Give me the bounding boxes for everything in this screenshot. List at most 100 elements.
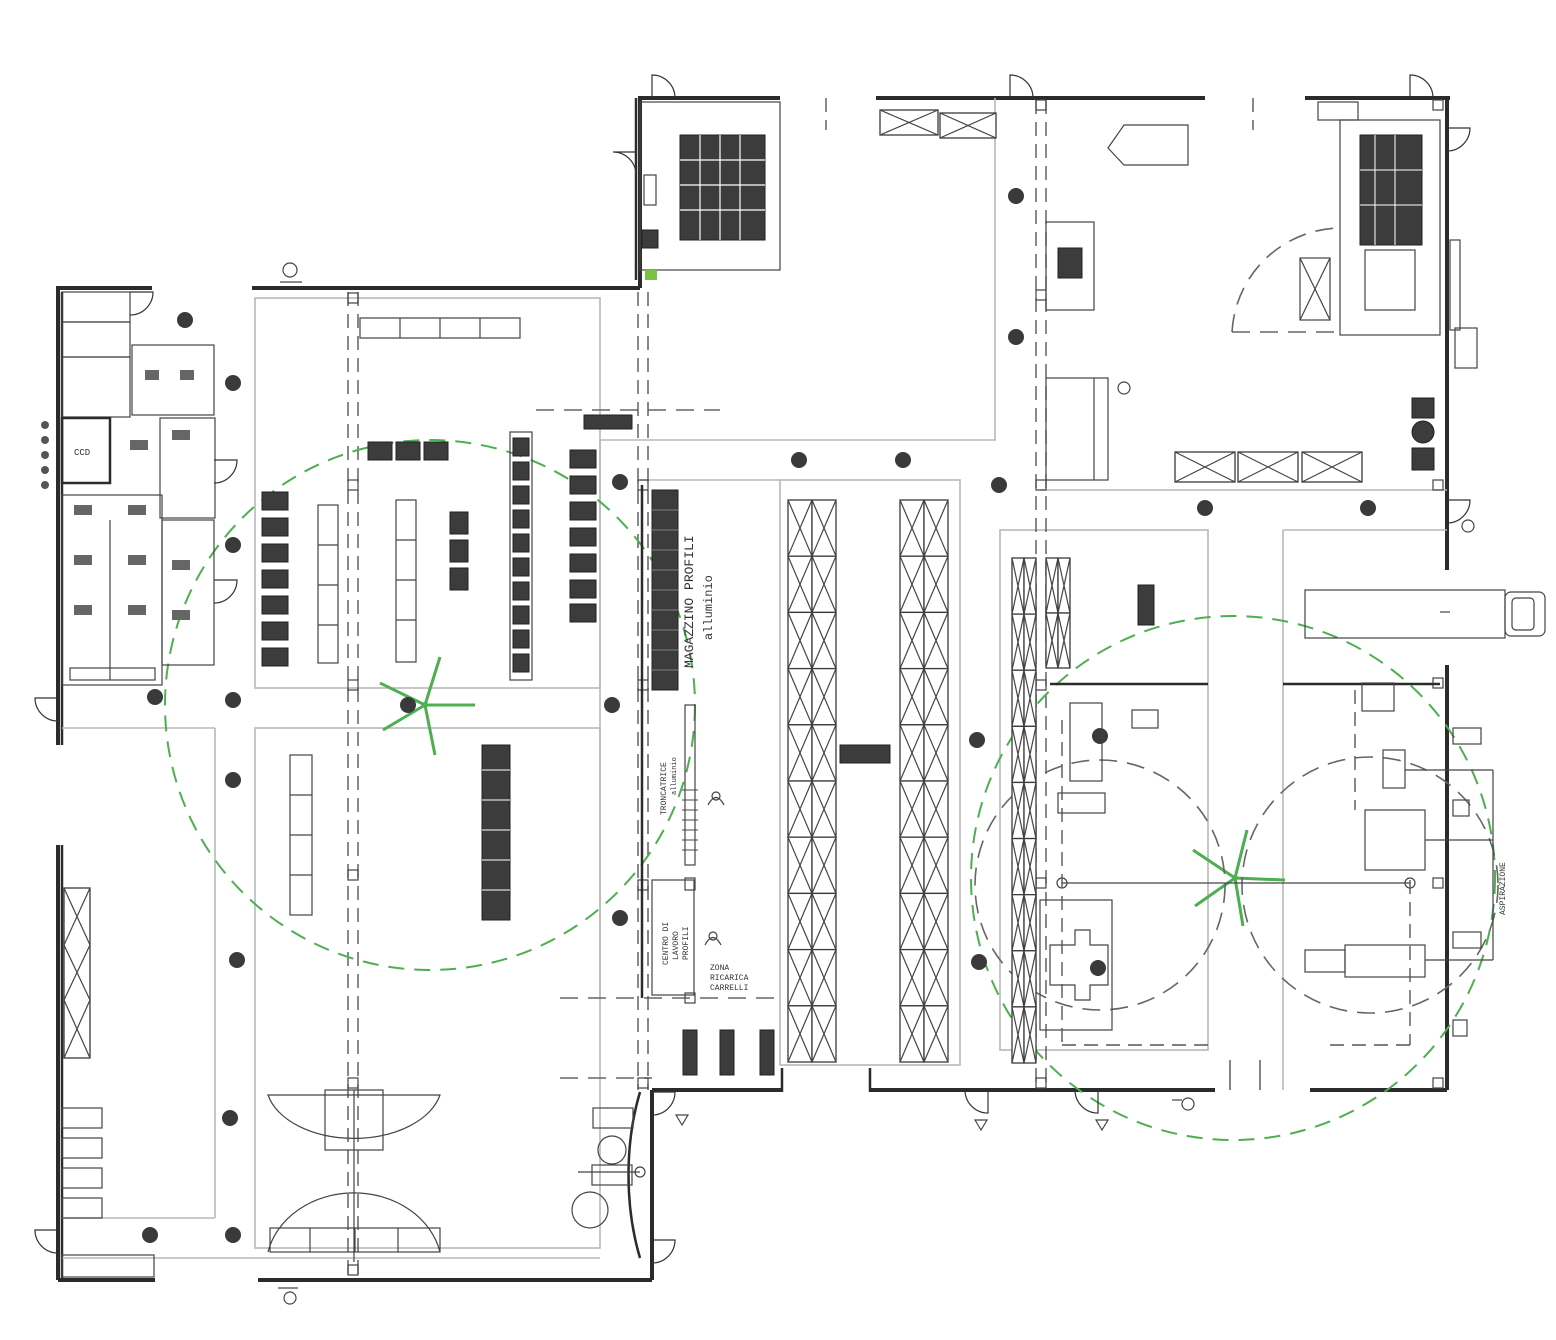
machining-center-line1: CENTRO DI <box>662 922 671 965</box>
rack-brace <box>811 780 837 838</box>
truck-icon <box>1304 589 1546 639</box>
rack-brace <box>787 668 813 726</box>
rack-brace <box>923 893 949 950</box>
rack-brace <box>1023 894 1037 951</box>
rack-brace <box>1057 612 1071 669</box>
rack-brace <box>923 612 949 669</box>
rack-brace <box>1045 612 1059 669</box>
rack-brace <box>1023 613 1037 671</box>
rack-brace <box>1023 838 1037 895</box>
rack-brace <box>1011 782 1025 839</box>
door-swing-icon <box>34 74 1471 1264</box>
rack-brace <box>1023 726 1037 783</box>
rack-brace <box>1011 894 1025 951</box>
rack-brace <box>787 499 813 557</box>
rack-brace <box>899 499 925 557</box>
rack-brace <box>899 836 925 894</box>
rack-brace <box>923 949 949 1007</box>
rack-brace <box>811 724 837 782</box>
rack-brace <box>1023 782 1037 839</box>
rack-brace <box>811 612 837 669</box>
zone-outlines <box>62 98 1447 1259</box>
top-right-equipment <box>879 101 1478 483</box>
top-annex-machine <box>639 101 781 280</box>
rack-brace <box>1011 613 1025 671</box>
rack-brace <box>899 555 925 613</box>
rack-brace <box>1011 670 1025 727</box>
rack-brace <box>923 555 949 613</box>
rack-brace <box>1023 950 1037 1008</box>
bottom-cell <box>571 1091 646 1259</box>
rack-brace <box>923 499 949 557</box>
rack-brace <box>1011 1006 1025 1064</box>
rack-brace <box>1011 557 1025 615</box>
right-workshop: ASPIRAZIONE <box>1039 682 1508 1046</box>
fan-coverage-circle-right <box>970 615 1496 1141</box>
fire-hydrant-icon <box>278 262 1475 1305</box>
profile-warehouse: MAGAZZINO PROFILI alluminio TRONCATRICE … <box>640 485 749 1004</box>
rack-brace <box>787 724 813 782</box>
extraction-label: ASPIRAZIONE <box>1499 862 1508 915</box>
hvls-fan-icon <box>379 656 475 756</box>
rack-brace <box>787 555 813 613</box>
rack-brace <box>811 668 837 726</box>
rack-brace <box>923 1005 949 1063</box>
rack-brace <box>811 555 837 613</box>
rack-brace <box>923 836 949 894</box>
robot-reach-arc <box>1231 227 1341 333</box>
column-icon <box>142 188 1376 1243</box>
rack-brace <box>787 893 813 950</box>
rack-brace <box>923 668 949 726</box>
rack-brace <box>899 612 925 669</box>
rack-brace <box>1011 950 1025 1008</box>
rack-brace <box>1045 557 1059 614</box>
rack-brace <box>1011 726 1025 783</box>
rack-brace <box>899 668 925 726</box>
hvls-fan-icon <box>1192 829 1286 927</box>
extraction-radius <box>1241 756 1499 1014</box>
office-block: CCD <box>41 291 216 686</box>
structural-grid-boxes <box>347 99 1444 1276</box>
machining-center-line2: LAVORO <box>672 931 681 960</box>
forklift-icon <box>583 414 1155 1076</box>
rack-brace <box>787 780 813 838</box>
exterior-walls <box>56 96 1450 1282</box>
main-hall-equipment <box>261 317 597 1262</box>
saw-sublabel: alluminio <box>671 757 679 795</box>
rack-brace <box>811 949 837 1007</box>
rack-brace <box>787 836 813 894</box>
machining-center-line3: PROFILI <box>682 926 691 960</box>
warehouse-subtitle: alluminio <box>702 575 716 640</box>
extraction-radius <box>974 759 1226 1011</box>
rack-brace <box>923 724 949 782</box>
rack-brace <box>1057 557 1071 614</box>
rack-brace <box>811 1005 837 1063</box>
left-wall-racks <box>61 887 155 1278</box>
rack-brace <box>899 780 925 838</box>
rack-brace <box>811 893 837 950</box>
rack-brace <box>899 949 925 1007</box>
storage-crates <box>1174 451 1363 483</box>
rack-brace <box>923 780 949 838</box>
pallet-racks <box>787 499 949 1063</box>
rack-brace <box>811 836 837 894</box>
rack-brace <box>787 949 813 1007</box>
rack-brace <box>899 1005 925 1063</box>
rack-brace <box>787 1005 813 1063</box>
svg-text:CCD: CCD <box>74 448 90 458</box>
rack-brace <box>899 893 925 950</box>
rack-brace <box>1023 1006 1037 1064</box>
rack-brace <box>1023 670 1037 727</box>
charging-zone-line3: CARRELLI <box>710 984 748 993</box>
right-zone-racks <box>1011 557 1071 1064</box>
charging-zone-line2: RICARICA <box>710 974 749 983</box>
charging-zone-line1: ZONA <box>710 964 729 973</box>
rack-brace <box>1023 557 1037 615</box>
rack-brace <box>1011 838 1025 895</box>
rack-brace <box>899 724 925 782</box>
rack-brace <box>811 499 837 557</box>
warehouse-title: MAGAZZINO PROFILI <box>682 535 697 668</box>
rack-brace <box>787 612 813 669</box>
saw-label: TRONCATRICE <box>660 762 669 815</box>
